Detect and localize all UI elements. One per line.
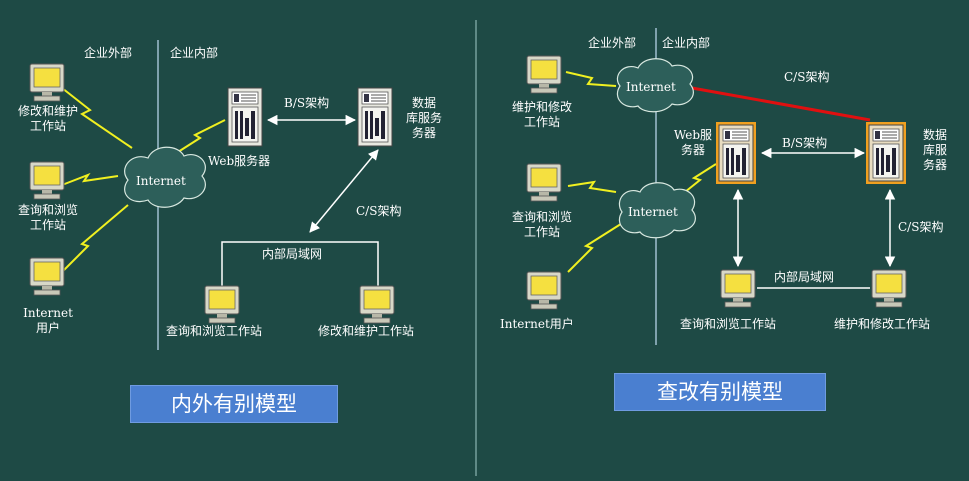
right-ws-maintain-label: 维护和修改 工作站: [500, 100, 584, 130]
right-lightning-query: [567, 180, 617, 193]
right-web-line2: 务器: [680, 143, 705, 157]
left-lightning-internet: [61, 204, 129, 273]
left-model-title: 内外有别模型: [130, 385, 338, 423]
right-ws-query-line2: 工作站: [523, 225, 560, 239]
right-cs-label: C/S架构: [898, 220, 944, 234]
right-lan-label: 内部局域网: [774, 270, 835, 284]
left-web-server-label: Web服务器: [208, 154, 271, 168]
left-web-server: [227, 87, 263, 147]
right-monitor-query: [526, 163, 562, 202]
right-ws-query-line1: 查询和浏览: [511, 210, 572, 224]
right-db-server-label: 数据 库服 务器: [912, 128, 958, 173]
left-internet-label: Internet: [136, 174, 186, 188]
left-ws-internet-line2: 用户: [35, 321, 60, 335]
left-outside-label: 企业外部: [84, 46, 133, 60]
right-internet-top-label: Internet: [626, 80, 676, 94]
left-db-server: [357, 87, 393, 147]
left-ws-internet-label: Internet 用户: [6, 306, 90, 336]
right-outside-label: 企业外部: [588, 36, 637, 50]
right-lightning-web: [679, 163, 717, 197]
right-monitor-lan-maintain: [871, 269, 907, 308]
right-web-line1: Web服: [673, 128, 713, 142]
left-lan-line: [221, 241, 379, 286]
right-db-line2: 库服: [922, 143, 947, 157]
left-monitor-modify: [29, 63, 65, 102]
right-monitor-lan-query: [720, 269, 756, 308]
right-lightning-internet: [567, 221, 625, 273]
left-db-server-label: 数据 库服务 务器: [398, 96, 450, 141]
left-lightning-web: [177, 119, 226, 153]
left-monitor-query: [29, 161, 65, 200]
right-red-cs-link: [691, 86, 871, 122]
right-ws-query-label: 查询和浏览 工作站: [500, 210, 584, 240]
left-ws-query-label: 查询和浏览 工作站: [6, 203, 90, 233]
left-db-line1: 数据: [411, 96, 436, 110]
right-inside-label: 企业内部: [662, 36, 711, 50]
left-monitor-lan-modify: [359, 285, 395, 324]
left-ws-modify-line1: 修改和维护: [17, 104, 78, 118]
right-ws-maintain-line1: 维护和修改: [511, 100, 572, 114]
left-ws-modify-label: 修改和维护 工作站: [6, 104, 90, 134]
right-web-server-label: Web服 务器: [670, 128, 716, 158]
right-db-server: [865, 121, 907, 185]
left-inside-label: 企业内部: [170, 46, 219, 60]
left-ws-modify-line2: 工作站: [29, 119, 66, 133]
right-monitor-maintain: [526, 55, 562, 94]
left-lan-query-label: 查询和浏览工作站: [166, 324, 263, 338]
left-cs-label: C/S架构: [356, 204, 402, 218]
right-lan-query-label: 查询和浏览工作站: [680, 317, 777, 331]
right-internet-cloud-top: [616, 58, 694, 113]
left-lightning-query: [61, 172, 119, 186]
left-lan-modify-label: 修改和维护工作站: [318, 324, 415, 338]
left-ws-internet-line1: Internet: [23, 306, 73, 320]
right-db-line1: 数据: [922, 128, 947, 142]
left-monitor-internet: [29, 257, 65, 296]
right-model-title: 查改有别模型: [614, 373, 826, 411]
right-bs-label: B/S架构: [782, 136, 828, 150]
left-internet-cloud: [124, 146, 206, 208]
right-lan-maintain-label: 维护和修改工作站: [834, 317, 931, 331]
left-lightning-modify: [61, 87, 133, 149]
left-monitor-lan-query: [204, 285, 240, 324]
left-lan-label: 内部局域网: [262, 247, 323, 261]
right-monitor-internet: [526, 271, 562, 310]
right-db-line3: 务器: [922, 158, 947, 172]
left-ws-query-line2: 工作站: [29, 218, 66, 232]
left-db-line2: 库服务: [405, 111, 442, 125]
left-db-line3: 务器: [411, 126, 436, 140]
left-cs-arrow: [309, 149, 379, 233]
right-ws-maintain-line2: 工作站: [523, 115, 560, 129]
left-bs-label: B/S架构: [284, 96, 330, 110]
right-ws-internet-label: Internet用户: [500, 317, 574, 331]
right-cs-top-label: C/S架构: [784, 70, 830, 84]
right-internet-mid-label: Internet: [628, 205, 678, 219]
right-lightning-top: [565, 71, 617, 87]
left-ws-query-line1: 查询和浏览: [17, 203, 78, 217]
right-internet-cloud-mid: [618, 182, 696, 239]
right-web-server: [715, 121, 757, 185]
